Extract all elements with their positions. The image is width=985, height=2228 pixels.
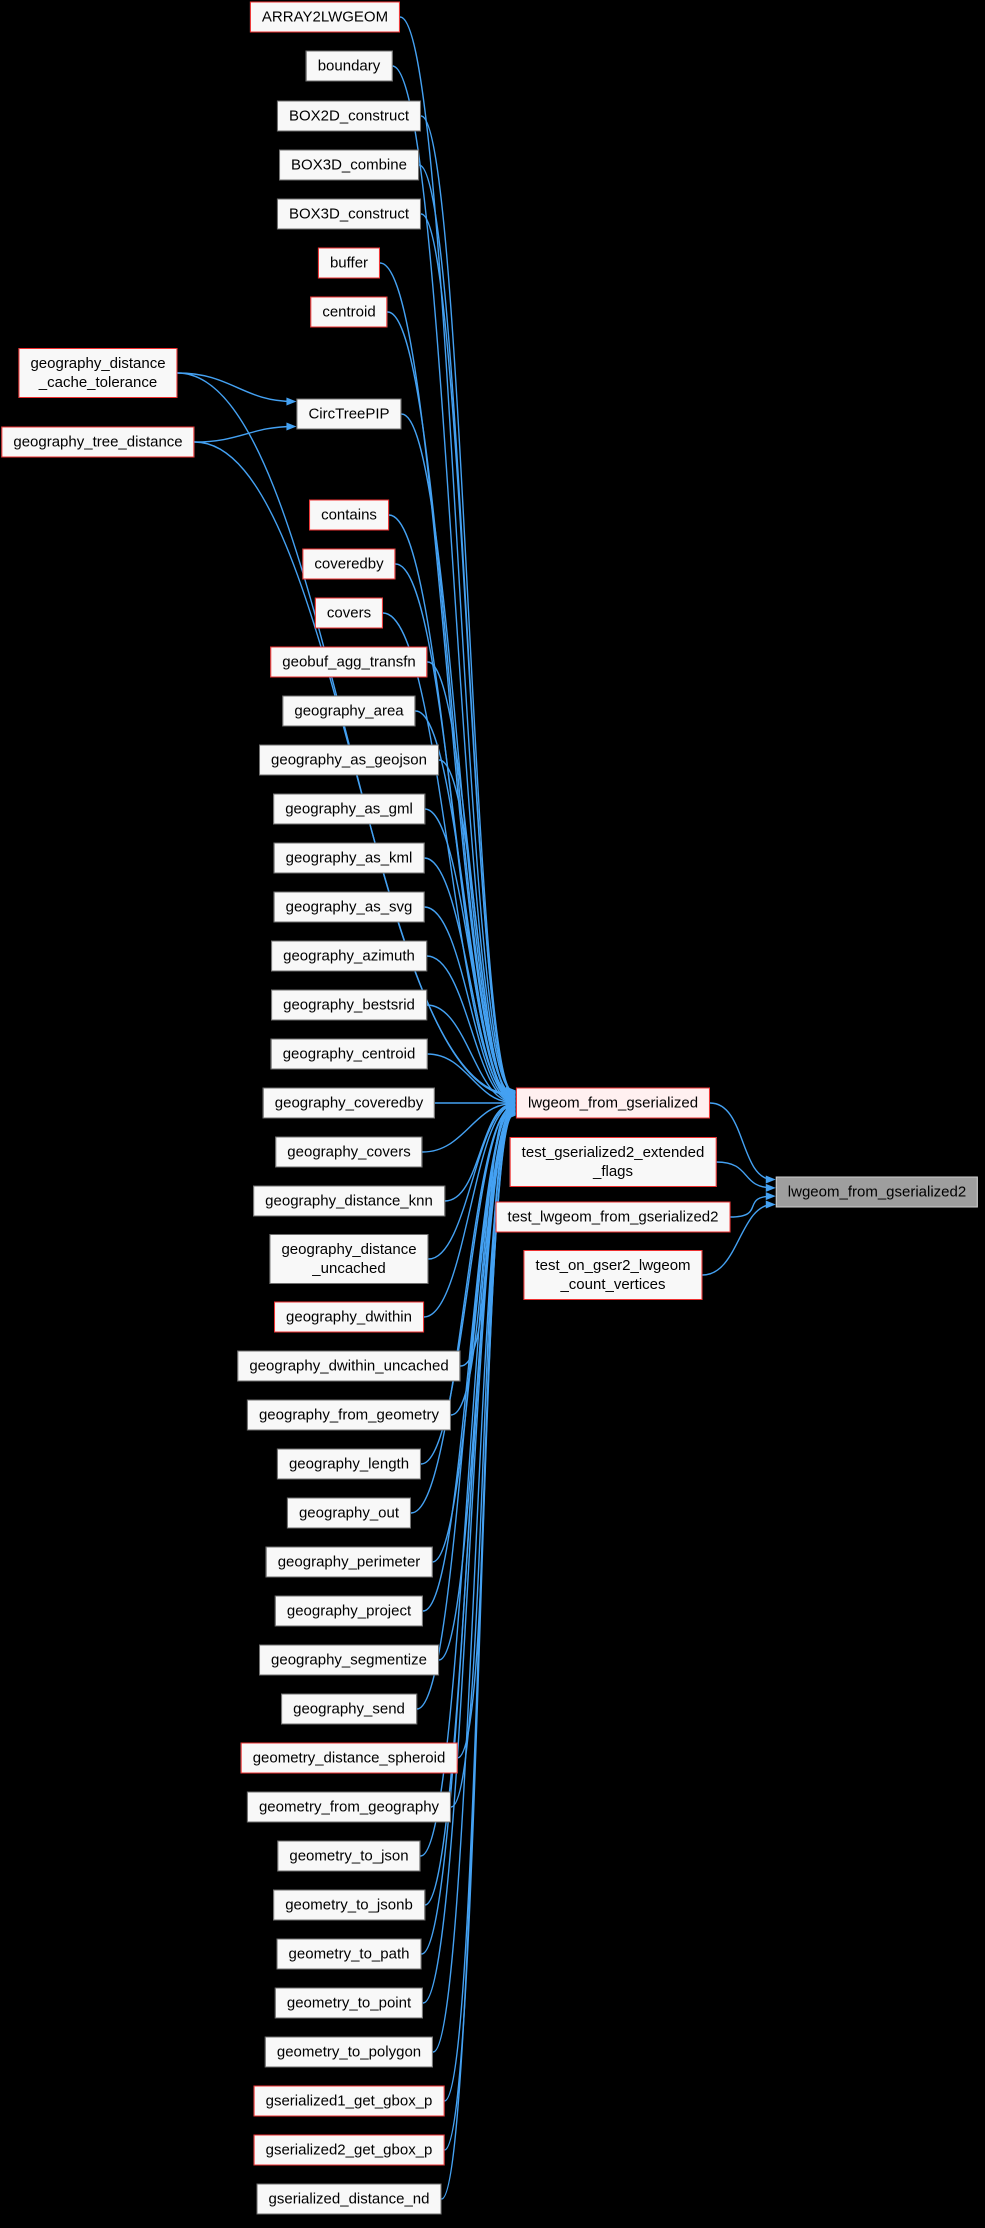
graph-node-test-lwgeom-from-gserialized2[interactable]: test_lwgeom_from_gserialized2 — [495, 1201, 731, 1233]
call-edge — [715, 1161, 774, 1189]
call-edge — [176, 372, 295, 403]
graph-node-coveredby[interactable]: coveredby — [302, 548, 396, 580]
arrowhead-icon — [286, 397, 297, 406]
call-edge — [426, 1053, 514, 1104]
graph-node-boundary[interactable]: boundary — [305, 50, 393, 82]
call-edge — [423, 906, 514, 1102]
arrowhead-icon — [765, 1200, 776, 1209]
graph-node-geography-dwithin[interactable]: geography_dwithin — [274, 1301, 424, 1333]
graph-node-geography-as-geojson[interactable]: geography_as_geojson — [259, 744, 439, 776]
graph-node-lwgeom-from-gserialized[interactable]: lwgeom_from_gserialized — [515, 1087, 711, 1119]
graph-node-circtreepip[interactable]: CircTreePIP — [296, 398, 402, 430]
graph-node-buffer[interactable]: buffer — [317, 247, 381, 279]
graph-node-geometry-distance-spheroid[interactable]: geometry_distance_spheroid — [240, 1742, 458, 1774]
call-edge — [386, 311, 514, 1095]
call-edge — [426, 1004, 514, 1103]
graph-node-geography-out[interactable]: geography_out — [286, 1497, 412, 1529]
call-edge — [440, 1114, 514, 2200]
graph-node-geography-project[interactable]: geography_project — [274, 1595, 424, 1627]
call-edge — [422, 1102, 514, 1153]
graph-node-array2lwgeom[interactable]: ARRAY2LWGEOM — [249, 1, 401, 33]
call-edge — [420, 1111, 514, 1955]
call-edge — [423, 1104, 514, 1318]
call-edge — [420, 213, 514, 1094]
graph-node-geography-as-svg[interactable]: geography_as_svg — [273, 891, 425, 923]
call-edge — [424, 808, 514, 1101]
graph-node-geography-length[interactable]: geography_length — [276, 1448, 422, 1480]
call-edge — [423, 857, 514, 1101]
graph-node-gserialized2-get-gbox-p[interactable]: gserialized2_get_gbox_p — [253, 2134, 445, 2166]
arrowhead-icon — [505, 1111, 516, 1120]
graph-node-geography-as-gml[interactable]: geography_as_gml — [273, 793, 425, 825]
graph-node-geography-area[interactable]: geography_area — [282, 695, 416, 727]
call-edge — [410, 1106, 514, 1514]
graph-node-geography-tree-distance[interactable]: geography_tree_distance — [1, 426, 195, 458]
call-edge — [450, 1105, 514, 1416]
call-edge — [450, 1110, 514, 1808]
graph-node-box3d-combine[interactable]: BOX3D_combine — [279, 149, 419, 181]
call-edge — [426, 955, 514, 1102]
graph-node-gserialized-distance-nd[interactable]: gserialized_distance_nd — [256, 2183, 442, 2215]
graph-node-gserialized1-get-gbox-p[interactable]: gserialized1_get_gbox_p — [253, 2085, 445, 2117]
graph-node-geography-distance-uncached[interactable]: geography_distance _uncached — [269, 1234, 429, 1284]
graph-node-geography-bestsrid[interactable]: geography_bestsrid — [271, 989, 427, 1021]
call-edge — [416, 1109, 514, 1710]
graph-node-geometry-to-path[interactable]: geometry_to_path — [276, 1938, 422, 1970]
call-edge — [709, 1102, 774, 1181]
call-edge — [399, 16, 514, 1092]
graph-node-geography-coveredby[interactable]: geography_coveredby — [262, 1087, 436, 1119]
graph-node-geography-perimeter[interactable]: geography_perimeter — [265, 1546, 433, 1578]
graph-node-lwgeom-from-gserialized2: lwgeom_from_gserialized2 — [775, 1176, 979, 1208]
graph-node-geography-distance-knn[interactable]: geography_distance_knn — [253, 1185, 445, 1217]
graph-node-contains[interactable]: contains — [309, 499, 389, 531]
graph-node-geobuf-agg-transfn[interactable]: geobuf_agg_transfn — [270, 646, 428, 678]
arrowhead-icon — [286, 422, 297, 431]
arrowhead-icon — [765, 1183, 776, 1192]
graph-node-geography-dwithin-uncached[interactable]: geography_dwithin_uncached — [237, 1350, 461, 1382]
graph-node-geography-distance-cache-tolerance[interactable]: geography_distance _cache_tolerance — [18, 348, 178, 398]
graph-node-test-on-gser2-lwgeom-count-vertices[interactable]: test_on_gser2_lwgeom _count_vertices — [523, 1250, 703, 1300]
call-edge — [729, 1195, 774, 1218]
graph-node-geography-azimuth[interactable]: geography_azimuth — [271, 940, 427, 972]
call-edge — [444, 1103, 514, 1202]
call-edge — [418, 164, 514, 1093]
graph-node-box2d-construct[interactable]: BOX2D_construct — [276, 100, 422, 132]
graph-node-geography-from-geometry[interactable]: geography_from_geometry — [246, 1399, 452, 1431]
call-edge — [701, 1203, 774, 1276]
graph-node-box3d-construct[interactable]: BOX3D_construct — [276, 198, 422, 230]
call-edge — [420, 115, 514, 1093]
graph-node-geometry-from-geography[interactable]: geometry_from_geography — [246, 1791, 452, 1823]
graph-node-geometry-to-json[interactable]: geometry_to_json — [277, 1840, 421, 1872]
call-edge — [414, 710, 514, 1100]
call-edge — [438, 759, 514, 1100]
arrowhead-icon — [765, 1192, 776, 1201]
call-edge — [432, 1113, 514, 2053]
graph-node-geography-segmentize[interactable]: geography_segmentize — [259, 1644, 439, 1676]
call-edge — [427, 1104, 514, 1260]
graph-node-test-gserialized2-extended-flags[interactable]: test_gserialized2_extended _flags — [509, 1137, 717, 1187]
arrowhead-icon — [765, 1175, 776, 1184]
graph-node-geography-send[interactable]: geography_send — [281, 1693, 417, 1725]
graph-node-geography-covers[interactable]: geography_covers — [275, 1136, 423, 1168]
graph-node-geography-as-kml[interactable]: geography_as_kml — [273, 842, 425, 874]
call-edge — [422, 1112, 514, 2004]
graph-node-geometry-to-polygon[interactable]: geometry_to_polygon — [264, 2036, 434, 2068]
graph-node-geometry-to-point[interactable]: geometry_to_point — [274, 1987, 424, 2019]
graph-node-covers[interactable]: covers — [314, 597, 384, 629]
call-edge — [193, 425, 295, 443]
graph-node-geometry-to-jsonb[interactable]: geometry_to_jsonb — [273, 1889, 425, 1921]
graph-node-centroid[interactable]: centroid — [310, 296, 388, 328]
graph-node-geography-centroid[interactable]: geography_centroid — [270, 1038, 428, 1070]
